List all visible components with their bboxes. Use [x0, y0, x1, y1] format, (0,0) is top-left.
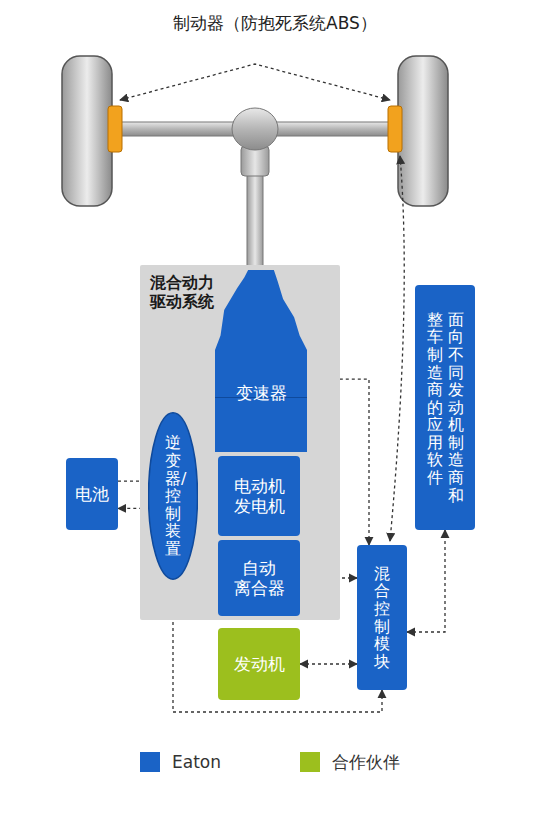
- motor-generator-box: 电动机 发电机: [218, 456, 300, 536]
- battery-box: 电池: [66, 458, 118, 530]
- legend-swatch: [300, 752, 320, 772]
- text-column: 面向不同发动机制造商和: [448, 311, 464, 505]
- node-label: 发动机: [234, 654, 285, 674]
- node-label: 面向不同发动机制造商和 整车制造商的应用软件: [427, 311, 464, 505]
- legend-swatch: [140, 752, 160, 772]
- legend-item: 合作伙伴: [300, 752, 400, 772]
- node-label: 混合动力 驱动系统: [150, 273, 219, 311]
- node-label: 电动机 发电机: [231, 476, 287, 517]
- signal-connector: [407, 530, 445, 632]
- differential: [232, 108, 278, 150]
- software-box: 面向不同发动机制造商和 整车制造商的应用软件: [415, 285, 475, 530]
- node-label: 变速器: [236, 383, 287, 403]
- brake-link-arrow: [120, 64, 390, 100]
- left-wheel: [62, 56, 112, 206]
- right-brake: [388, 106, 402, 152]
- node-label: 混合控制模块: [374, 565, 390, 671]
- system-region: 混合动力 驱动系统变速器逆变器/控制装置 电动机 发电机自动 离合器: [140, 265, 340, 620]
- brake-label: 制动器（防抱死系统ABS）: [173, 12, 377, 35]
- brake-signal-line: [390, 156, 404, 541]
- left-brake: [108, 106, 122, 152]
- legend-item: Eaton: [140, 752, 221, 772]
- control-module: 混合控制模块: [357, 545, 407, 690]
- legend-text: Eaton: [172, 752, 221, 772]
- node-label: 逆变器/控制装置: [165, 434, 181, 557]
- legend-text: 合作伙伴: [332, 752, 400, 772]
- node-label: 电池: [75, 484, 109, 504]
- engine-box: 发动机: [218, 628, 300, 700]
- node-label: 自动 离合器: [231, 558, 287, 599]
- clutch-box: 自动 离合器: [218, 540, 300, 616]
- signal-connector: [300, 663, 357, 664]
- transmission-block: 变速器: [215, 270, 307, 452]
- right-wheel: [398, 56, 448, 206]
- text-column: 整车制造商的应用软件: [427, 311, 443, 505]
- transmission-block-outline: [215, 270, 307, 452]
- inverter-ellipse: 逆变器/控制装置: [148, 412, 198, 580]
